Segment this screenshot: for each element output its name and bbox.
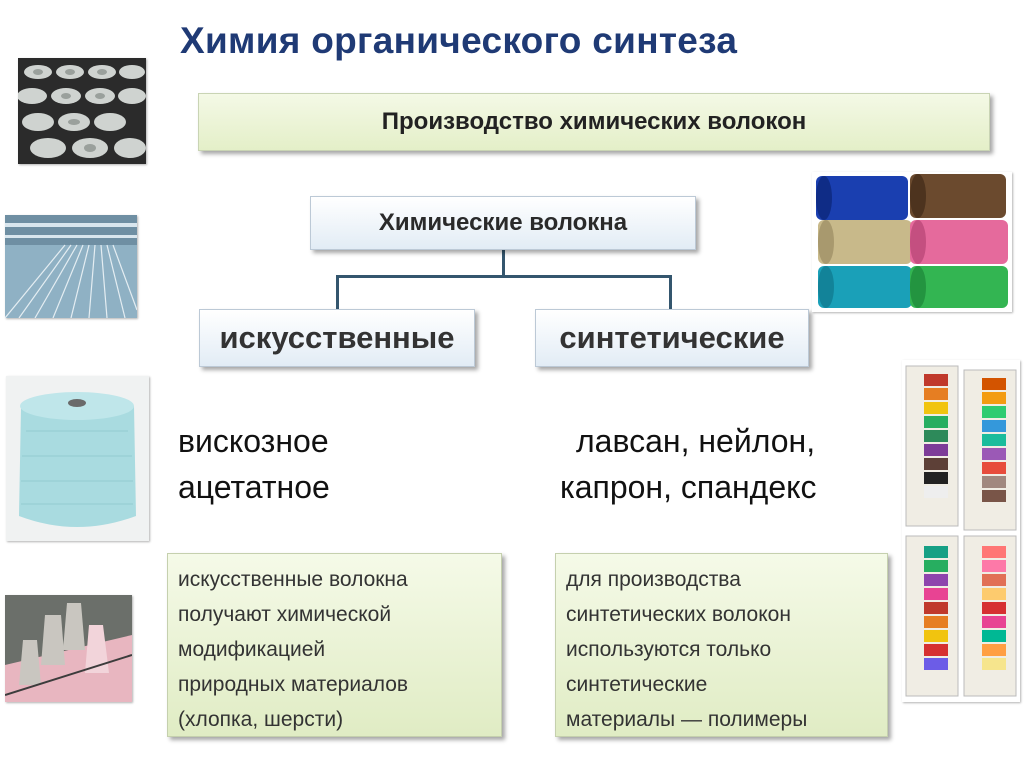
- node-artificial: искусственные: [199, 309, 475, 367]
- example-item: лавсан, нейлон,: [576, 423, 816, 459]
- note-line: искусственные волокна: [178, 568, 408, 591]
- note-line: используются только: [566, 638, 772, 661]
- synthetic-note: для производства синтетических волокон и…: [555, 553, 888, 737]
- yarn-cone-photo: [6, 376, 149, 541]
- note-line: (хлопка, шерсти): [178, 708, 344, 731]
- example-item: ацетатное: [178, 469, 330, 505]
- note-line: синтетических волокон: [566, 603, 791, 626]
- note-line: модификацией: [178, 638, 326, 661]
- thread-boxes-photo: [902, 360, 1020, 702]
- note-line: природных материалов: [178, 673, 409, 696]
- connector-right: [669, 275, 672, 309]
- node-synthetic: синтетические: [535, 309, 809, 367]
- example-item: капрон, спандекс: [560, 469, 817, 505]
- connector-left: [336, 275, 339, 309]
- connector-horizontal: [336, 275, 672, 278]
- spinning-machine-photo: [5, 215, 137, 318]
- root-node: Химические волокна: [310, 196, 696, 250]
- note-line: материалы — полимеры: [566, 708, 808, 731]
- section-banner: Производство химических волокон: [198, 93, 990, 151]
- note-line: получают химической: [178, 603, 392, 626]
- note-line: синтетические: [566, 673, 708, 696]
- note-line: для производства: [566, 568, 741, 591]
- thread-bobbins-photo: [5, 595, 132, 702]
- colored-spools-photo: [812, 172, 1012, 312]
- connector-vertical-root: [502, 248, 505, 276]
- example-item: вискозное: [178, 423, 329, 459]
- artificial-examples: вискозное ацетатное: [178, 418, 330, 510]
- artificial-note: искусственные волокна получают химическо…: [167, 553, 502, 737]
- spools-factory-photo: [18, 58, 146, 164]
- page-title: Химия органического синтеза: [180, 20, 738, 61]
- synthetic-examples: лавсан, нейлон, капрон, спандекс: [560, 418, 817, 510]
